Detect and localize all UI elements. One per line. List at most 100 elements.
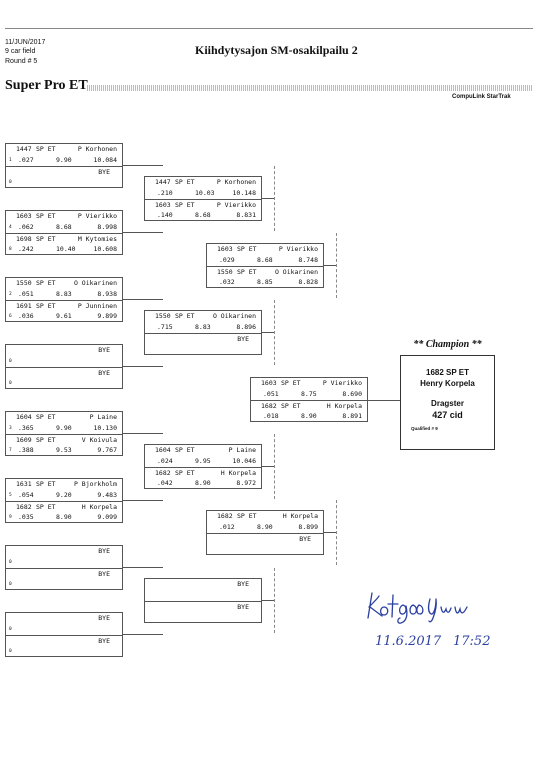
dial-time: 9.099: [97, 513, 117, 521]
bracket-connector: [123, 299, 163, 300]
lane-row: 0: [6, 557, 122, 568]
car-number: 1447: [155, 178, 171, 186]
lane-number: 6: [9, 314, 12, 319]
bracket-connector: [336, 233, 337, 298]
bye-label: BYE: [98, 614, 110, 622]
car-class: SP ET: [36, 503, 56, 511]
elapsed-time: 10.03: [195, 189, 215, 197]
reaction-time: .715: [157, 323, 173, 331]
reaction-time: .388: [18, 446, 34, 454]
bye-row: BYE: [6, 345, 122, 356]
lane-row: 0: [6, 177, 122, 188]
dial-time: 10.148: [232, 189, 256, 197]
elapsed-time: 10.40: [56, 245, 76, 253]
car-number: 1550: [155, 312, 171, 320]
car-class: SP ET: [36, 413, 56, 421]
car-number: 1550: [16, 279, 32, 287]
driver-name: P Vierikko: [322, 379, 362, 387]
bracket-connector: [123, 500, 163, 501]
event-title: Kiihdytysajon SM-osakilpailu 2: [195, 43, 358, 57]
dial-time: 8.998: [97, 223, 117, 231]
bye-row: BYE: [6, 613, 122, 624]
dial-time: 10.046: [232, 457, 256, 465]
bye-row: BYE: [6, 568, 122, 580]
reaction-time: .027: [18, 156, 34, 164]
lane-number: 2: [9, 292, 12, 297]
signature-time: 17:52: [453, 634, 490, 649]
lane-row: 0: [6, 356, 122, 367]
bracket-connector: [123, 232, 163, 233]
reaction-time: .365: [18, 424, 34, 432]
bracket-connector: [262, 600, 274, 601]
elapsed-time: 8.68: [195, 211, 211, 219]
bye-label: BYE: [98, 547, 110, 555]
round-label: Round # 5: [5, 58, 38, 65]
bye-label: BYE: [237, 335, 249, 343]
bye-label: BYE: [98, 637, 110, 645]
elapsed-time: 9.20: [56, 491, 72, 499]
elapsed-time: 8.83: [195, 323, 211, 331]
driver-name: V Koivula: [81, 436, 117, 444]
elapsed-time: 8.90: [257, 523, 273, 531]
bye-label: BYE: [237, 580, 249, 588]
champion-box: 1682 SP ET Henry Korpela Dragster 427 ci…: [400, 355, 495, 450]
reaction-time: .024: [157, 457, 173, 465]
dial-time: 8.899: [298, 523, 318, 531]
champion-driver: Henry Korpela: [420, 379, 475, 388]
car-number: 1682: [217, 512, 233, 520]
car-number: 1691: [16, 302, 32, 310]
driver-name: O Oikarinen: [73, 279, 117, 287]
car-class: SP ET: [36, 436, 56, 444]
bracket-connector: [368, 400, 400, 401]
bracket-connector: [123, 567, 163, 568]
bracket-connector: [262, 198, 274, 199]
driver-name: P Vierikko: [77, 212, 117, 220]
elapsed-time: 8.68: [257, 256, 273, 264]
dial-time: 8.972: [236, 479, 256, 487]
dial-time: 9.483: [97, 491, 117, 499]
car-class: SP ET: [36, 235, 56, 243]
lane-number: 0: [9, 560, 12, 565]
header-hatch: [87, 85, 532, 91]
elapsed-time: 9.90: [56, 424, 72, 432]
lane-number: 0: [9, 627, 12, 632]
bracket-connector: [123, 433, 163, 434]
champion-qualified: Qualified # 9: [411, 426, 438, 431]
car-class: SP ET: [175, 446, 195, 454]
bye-row: BYE: [6, 166, 122, 178]
elapsed-time: 8.85: [257, 278, 273, 286]
lane-number: 0: [9, 381, 12, 386]
car-class: SP ET: [36, 302, 56, 310]
car-number: 1603: [16, 212, 32, 220]
car-class: SP ET: [237, 512, 257, 520]
reaction-time: .018: [263, 412, 279, 420]
champion-title: ** Champion **: [413, 339, 482, 350]
car-number: 1698: [16, 235, 32, 243]
driver-name: P Korhonen: [77, 145, 117, 153]
